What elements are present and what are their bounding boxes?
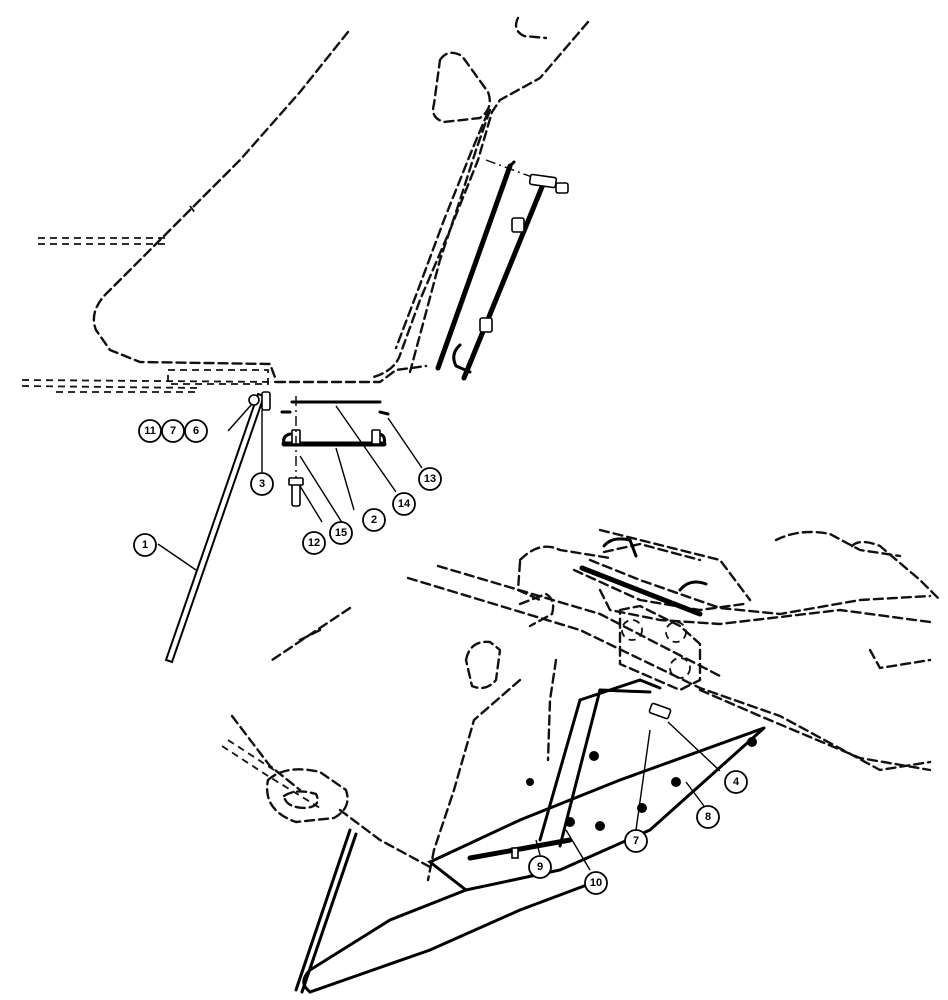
- lower-body-outline: [221, 528, 942, 882]
- callout-label: 7: [633, 835, 639, 847]
- callout-10: 10: [584, 871, 608, 895]
- callout-13: 13: [418, 467, 442, 491]
- callout-6: 6: [184, 419, 208, 443]
- leader-lines: [157, 403, 721, 871]
- callout-label: 4: [733, 776, 740, 788]
- callout-label: 14: [398, 498, 411, 510]
- callout-14: 14: [392, 492, 416, 516]
- callout-label: 6: [193, 425, 199, 437]
- callout-label: 15: [335, 527, 347, 539]
- callout-label: 3: [259, 478, 265, 490]
- callout-2: 2: [362, 508, 386, 532]
- callout-11: 11: [138, 419, 162, 443]
- callout-8: 8: [696, 805, 720, 829]
- callout-label: 9: [537, 861, 543, 873]
- callout-label: 11: [144, 425, 156, 437]
- callout-15: 15: [329, 521, 353, 545]
- callout-7-upper: 7: [161, 419, 185, 443]
- callout-label: 8: [705, 811, 711, 823]
- callout-1: 1: [133, 533, 157, 557]
- callout-3: 3: [250, 472, 274, 496]
- callout-7-lower: 7: [624, 829, 648, 853]
- callout-12: 12: [302, 531, 326, 555]
- callout-label: 7: [170, 425, 176, 437]
- callout-label: 10: [590, 877, 602, 889]
- lower-plate: [294, 678, 766, 994]
- callout-label: 2: [371, 514, 377, 526]
- lower-bracket: [572, 537, 746, 617]
- support-rod: [164, 391, 271, 664]
- exploded-hardware: [280, 396, 390, 507]
- callout-4: 4: [724, 770, 748, 794]
- callout-9: 9: [528, 855, 552, 879]
- upper-body-outline: [21, 16, 590, 393]
- callout-label: 12: [308, 537, 320, 549]
- upper-link-rod: [435, 159, 569, 381]
- callout-label: 1: [142, 539, 148, 551]
- callout-label: 13: [424, 473, 436, 485]
